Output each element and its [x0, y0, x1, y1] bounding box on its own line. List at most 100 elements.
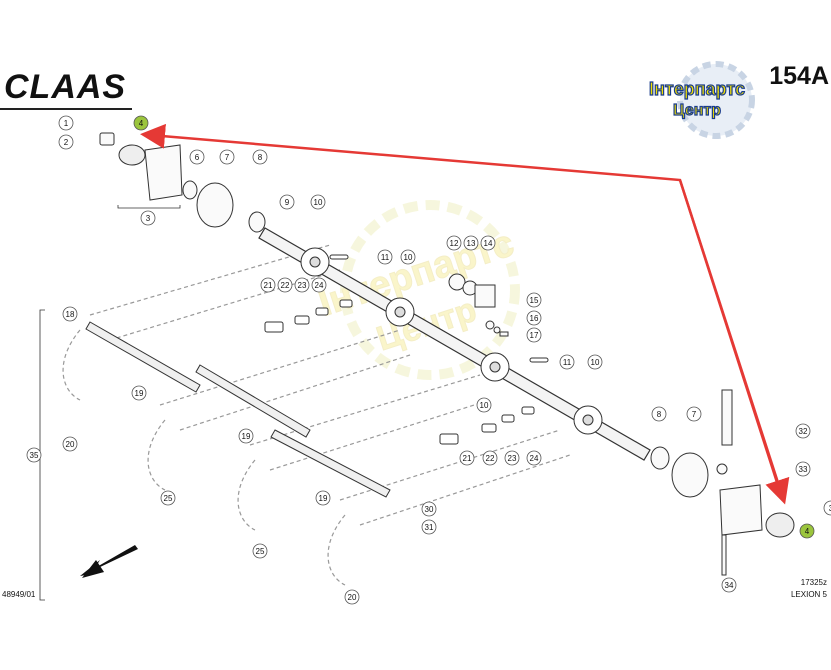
highlight-arrow: [140, 123, 790, 505]
callout-3-right: 3: [823, 500, 831, 516]
callout-23a: 23: [294, 277, 310, 293]
sprockets: [300, 247, 603, 435]
svg-text:7: 7: [225, 153, 230, 162]
callout-22a: 22: [277, 277, 293, 293]
svg-text:22: 22: [281, 281, 290, 290]
svg-text:13: 13: [467, 239, 476, 248]
svg-text:22: 22: [486, 454, 495, 463]
callout-20b: 20: [344, 589, 360, 605]
svg-text:4: 4: [139, 119, 144, 128]
svg-text:23: 23: [508, 454, 517, 463]
svg-text:3: 3: [146, 214, 151, 223]
svg-text:10: 10: [591, 358, 600, 367]
callout-25a: 25: [160, 490, 176, 506]
callout-13: 13: [463, 235, 479, 251]
callout-11a: 11: [377, 249, 393, 265]
callout-7b: 7: [686, 406, 702, 422]
svg-text:21: 21: [463, 454, 472, 463]
callout-10b: 10: [400, 249, 416, 265]
callout-9: 9: [279, 194, 295, 210]
svg-text:35: 35: [30, 451, 39, 460]
callout-16: 16: [526, 310, 542, 326]
svg-text:19: 19: [135, 389, 144, 398]
callout-6: 6: [189, 149, 205, 165]
svg-text:7: 7: [692, 410, 697, 419]
callout-10c: 10: [476, 397, 492, 413]
logo-text-2: Центр: [673, 102, 721, 119]
interparts-logo: Інтерпартс Центр: [648, 61, 755, 139]
callout-17: 17: [526, 327, 542, 343]
drawing-code-right: 17325z LEXION 5: [791, 577, 827, 601]
svg-text:9: 9: [285, 198, 290, 207]
svg-text:24: 24: [530, 454, 539, 463]
svg-text:32: 32: [799, 427, 808, 436]
svg-text:2: 2: [64, 138, 69, 147]
callout-4-right-highlighted: 4: [799, 523, 815, 539]
middle-bearing: [448, 273, 509, 337]
callout-19b: 19: [238, 428, 254, 444]
callout-23b: 23: [504, 450, 520, 466]
callout-1: 1: [58, 115, 74, 131]
right-bearing-assembly: [650, 389, 795, 576]
callout-12: 12: [446, 235, 462, 251]
callout-30: 30: [421, 501, 437, 517]
drawing-code: 17325z: [800, 578, 827, 587]
svg-text:12: 12: [450, 239, 459, 248]
group-brackets: [39, 205, 181, 601]
svg-text:33: 33: [799, 465, 808, 474]
callout-7: 7: [219, 149, 235, 165]
callout-19a: 19: [131, 385, 147, 401]
svg-text:4: 4: [805, 527, 810, 536]
callout-10d: 10: [587, 354, 603, 370]
page-number: 154A: [769, 62, 829, 90]
direction-arrow: [80, 545, 138, 578]
svg-text:25: 25: [256, 547, 265, 556]
callout-31: 31: [421, 519, 437, 535]
svg-text:25: 25: [164, 494, 173, 503]
svg-text:11: 11: [563, 358, 572, 367]
svg-text:3: 3: [829, 504, 831, 513]
svg-text:18: 18: [66, 310, 75, 319]
drawing-code-left: 48949/01: [2, 590, 36, 599]
callout-24a: 24: [311, 277, 327, 293]
svg-text:24: 24: [315, 281, 324, 290]
chain-connectors: [264, 254, 549, 445]
callout-14: 14: [480, 235, 496, 251]
svg-text:23: 23: [298, 281, 307, 290]
header-rule: [0, 108, 132, 110]
svg-text:31: 31: [425, 523, 434, 532]
claas-logo: CLAAS: [4, 68, 127, 106]
svg-text:10: 10: [480, 401, 489, 410]
svg-text:8: 8: [657, 410, 662, 419]
svg-text:34: 34: [725, 581, 734, 590]
callout-10a: 10: [310, 194, 326, 210]
svg-text:1: 1: [64, 119, 69, 128]
svg-text:15: 15: [530, 296, 539, 305]
callout-2: 2: [58, 134, 74, 150]
callout-32: 32: [795, 423, 811, 439]
callout-18: 18: [62, 306, 78, 322]
svg-text:8: 8: [258, 153, 263, 162]
svg-text:30: 30: [425, 505, 434, 514]
callout-33: 33: [795, 461, 811, 477]
callout-24b: 24: [526, 450, 542, 466]
svg-text:19: 19: [319, 494, 328, 503]
callout-15: 15: [526, 292, 542, 308]
callout-11b: 11: [559, 354, 575, 370]
callout-21b: 21: [459, 450, 475, 466]
svg-text:17: 17: [530, 331, 539, 340]
svg-text:16: 16: [530, 314, 539, 323]
svg-text:10: 10: [404, 253, 413, 262]
callout-22b: 22: [482, 450, 498, 466]
svg-text:10: 10: [314, 198, 323, 207]
svg-text:21: 21: [264, 281, 273, 290]
callout-34: 34: [721, 577, 737, 593]
svg-text:19: 19: [242, 432, 251, 441]
callout-35: 35: [26, 447, 42, 463]
callout-8: 8: [252, 149, 268, 165]
part-callouts: 1 2 3 4 6 7 8 9 10 10 10 10 11 11 12 13 …: [26, 115, 831, 605]
callout-4-highlighted: 4: [133, 115, 149, 131]
slats: [85, 321, 391, 498]
